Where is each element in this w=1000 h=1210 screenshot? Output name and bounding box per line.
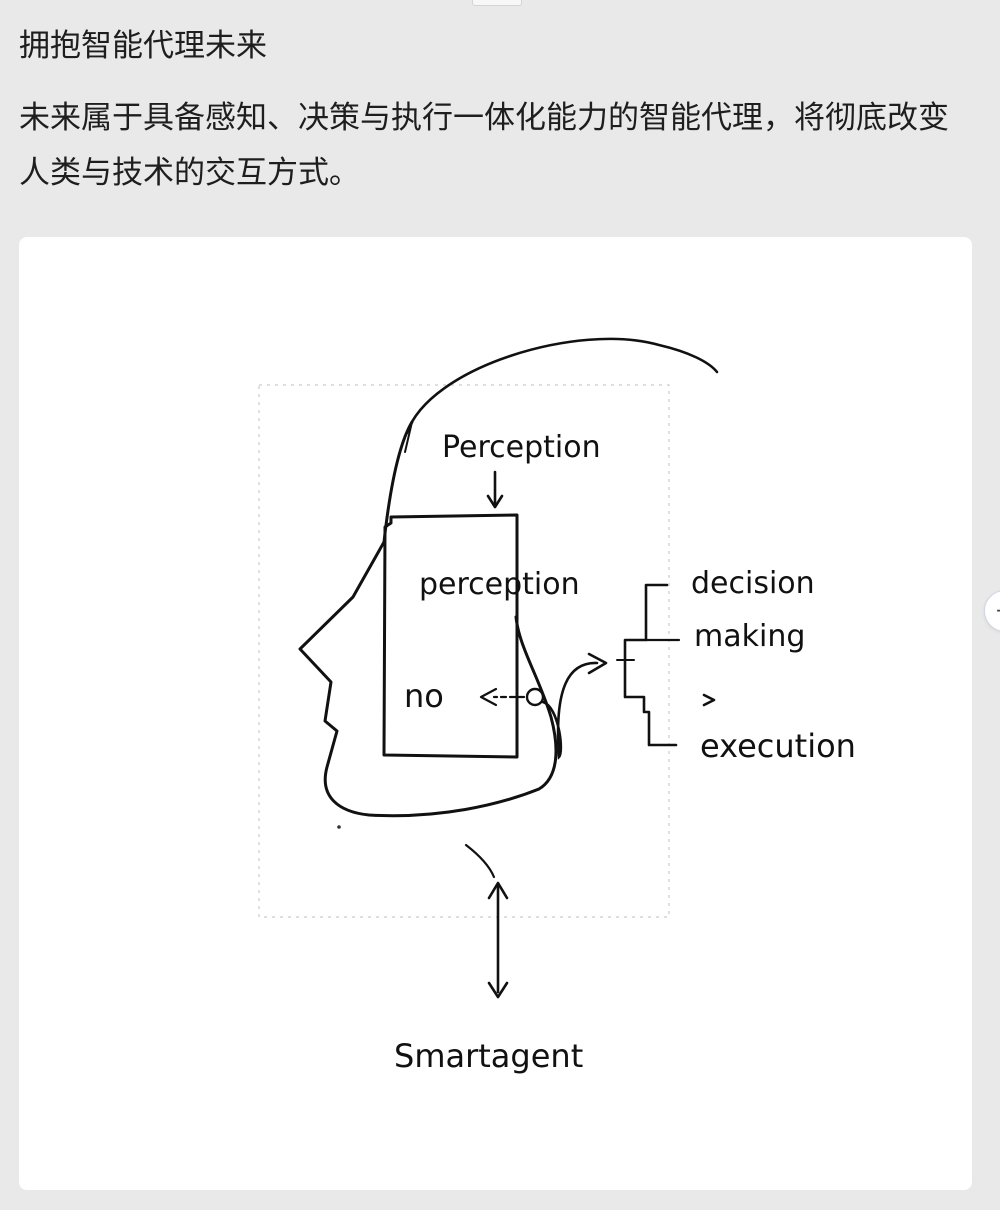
label-perception-inner: perception — [419, 567, 580, 602]
post-body: 未来属于具备感知、决策与执行一体化能力的智能代理，将彻底改变人类与技术的交互方式… — [19, 100, 949, 191]
label-perception-top: Perception — [442, 430, 601, 465]
ink-dot — [337, 825, 341, 829]
label-execution: execution — [700, 727, 856, 765]
post-title: 拥抱智能代理未来 — [19, 28, 267, 64]
perception-arrowhead — [486, 494, 504, 509]
execution-arrow — [702, 693, 716, 707]
head-tip — [404, 421, 413, 453]
double-arrow-head-down — [487, 981, 509, 999]
label-no: no — [404, 677, 444, 715]
dashed-frame — [258, 384, 670, 918]
label-making: making — [694, 619, 805, 654]
no-arrowhead — [479, 687, 498, 707]
top-drag-handle[interactable] — [472, 0, 522, 6]
label-decision: decision — [691, 566, 815, 601]
bottom-swoosh — [464, 843, 496, 879]
double-arrow-head-up — [487, 881, 509, 900]
plus-icon: + — [995, 598, 1000, 622]
flow-bracket — [623, 583, 678, 747]
arc-stroke — [405, 337, 719, 435]
sketch-illustration: Perception perception no decision making… — [258, 337, 856, 1075]
sketch-image[interactable]: Perception perception no decision making… — [19, 237, 972, 1190]
decision-arrowhead — [587, 652, 608, 675]
perception-box — [382, 513, 519, 759]
label-smartagent: Smartagent — [394, 1037, 583, 1075]
decision-curve-arrow — [541, 661, 599, 760]
add-button[interactable]: + — [984, 590, 1000, 632]
node-circle — [525, 687, 545, 707]
